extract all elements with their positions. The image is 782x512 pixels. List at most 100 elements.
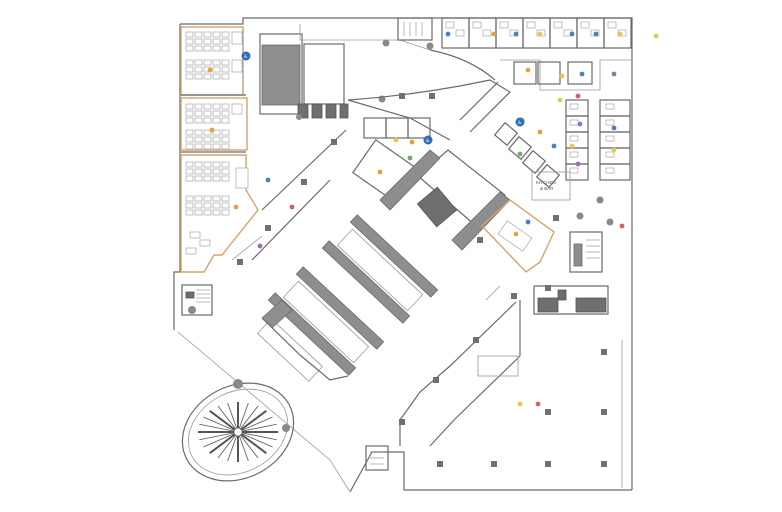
desk: [221, 202, 230, 209]
rotunda-spoke: [237, 405, 259, 433]
desk: [194, 129, 203, 136]
desk: [221, 143, 230, 150]
status-marker: [289, 204, 295, 210]
status-marker: [593, 31, 599, 37]
desk: [203, 195, 212, 202]
desk: [203, 59, 212, 66]
accessibility-badge-icon: ♿: [423, 135, 433, 145]
status-marker: [265, 177, 271, 183]
desk: [185, 129, 194, 136]
desk: [212, 103, 221, 110]
desk: [185, 202, 194, 209]
desk: [194, 45, 203, 52]
desk: [194, 143, 203, 150]
office-room: [493, 121, 519, 147]
rotunda-spoke: [227, 402, 239, 433]
status-marker: [535, 401, 541, 407]
status-marker: [257, 243, 263, 249]
svg-text:♿: ♿: [426, 138, 430, 144]
status-marker: [551, 143, 557, 149]
central-core: KITCHEN & BAR: [379, 149, 571, 251]
column: [511, 293, 517, 299]
desk: [526, 21, 536, 29]
status-marker: [407, 155, 413, 161]
status-marker: [557, 97, 563, 103]
desk: [499, 21, 509, 29]
desk: [212, 175, 221, 182]
desk: [221, 31, 230, 38]
desk: [221, 45, 230, 52]
column: [399, 93, 405, 99]
workspace-bars: [257, 214, 439, 382]
office-room: [599, 99, 631, 117]
desk: [212, 143, 221, 150]
desk: [185, 59, 194, 66]
workspace-bar: [336, 228, 424, 312]
desk: [194, 38, 203, 45]
column: [545, 461, 551, 467]
desk: [185, 66, 194, 73]
desk: [185, 45, 194, 52]
workspace-bar: [257, 318, 323, 382]
desk: [221, 195, 230, 202]
office-room: [513, 61, 537, 85]
desk: [185, 110, 194, 117]
desk: [221, 59, 230, 66]
desk: [194, 103, 203, 110]
desk: [472, 21, 482, 29]
column: [491, 461, 497, 467]
desk: [194, 202, 203, 209]
column: [545, 409, 551, 415]
rotunda-spoke: [237, 431, 277, 441]
desk: [203, 110, 212, 117]
desk: [203, 45, 212, 52]
desk: [203, 38, 212, 45]
desk: [212, 110, 221, 117]
status-marker: [653, 33, 659, 39]
status-marker: [513, 31, 519, 37]
desk: [194, 110, 203, 117]
status-marker: [537, 31, 543, 37]
desk: [185, 247, 197, 255]
elevator-core: [259, 17, 434, 120]
desk: [185, 103, 194, 110]
desk: [212, 168, 221, 175]
desk: [203, 117, 212, 124]
desk: [221, 175, 230, 182]
status-marker: [377, 169, 383, 175]
desk: [199, 239, 211, 247]
kitchen-label: KITCHEN: [536, 180, 556, 185]
rotunda-spoke: [237, 431, 259, 459]
rotunda-spoke: [209, 431, 239, 455]
column: [601, 349, 607, 355]
status-marker: [611, 125, 617, 131]
desk: [212, 202, 221, 209]
building-shell: [173, 17, 633, 493]
desk: [203, 161, 212, 168]
workspace-bar: [295, 266, 385, 350]
status-marker: [517, 151, 523, 157]
desk: [185, 175, 194, 182]
desk: [482, 29, 492, 37]
office-room: [599, 131, 631, 149]
workspace-bar: [267, 292, 357, 376]
status-marker: [409, 139, 415, 145]
desk: [203, 143, 212, 150]
desk: [212, 195, 221, 202]
desk: [212, 136, 221, 143]
lower-right-area: [365, 231, 609, 471]
desk: [185, 73, 194, 80]
column: [473, 337, 479, 343]
desk: [580, 21, 590, 29]
workspace-bar: [282, 280, 370, 364]
desk: [221, 136, 230, 143]
desk: [203, 136, 212, 143]
status-marker: [611, 147, 617, 153]
desk: [194, 209, 203, 216]
desk: [185, 209, 194, 216]
rotunda-spoke: [237, 402, 249, 433]
workspace-bar: [321, 240, 411, 324]
column: [601, 409, 607, 415]
desk: [203, 31, 212, 38]
desk: [212, 161, 221, 168]
